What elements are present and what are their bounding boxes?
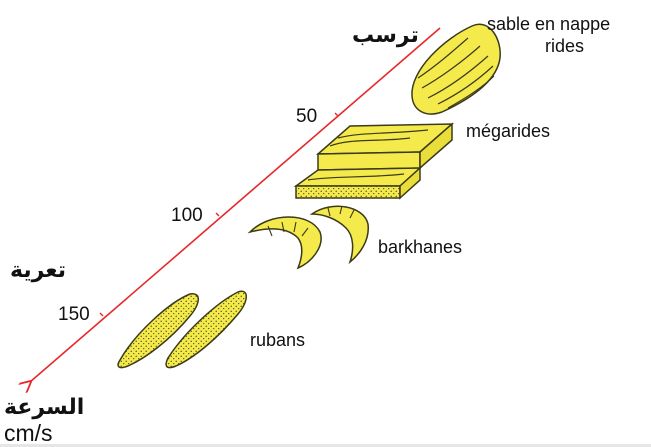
velocity-arrow [30,27,441,382]
megaripples-label: mégarides [466,121,550,141]
megaripples-shape [293,122,455,200]
tick-label-150: 150 [58,304,90,325]
tick-100-mark [215,212,220,217]
ribbons-shape [117,290,247,369]
deposition-label: ترسب [352,23,419,48]
bottom-border [0,444,651,447]
ribbons-label: rubans [250,330,305,350]
barchan-left-shape [247,216,322,270]
ripples-label: rides [545,36,584,56]
sheet-sand-label: sable en nappe [487,14,610,34]
tick-50-mark [334,112,339,117]
tick-150-mark [99,312,104,317]
erosion-label: تعرية [10,258,66,283]
velocity-label: السرعة [4,395,84,420]
tick-label-50: 50 [296,106,317,127]
tick-label-100: 100 [171,205,203,226]
ripples-shape [411,23,501,115]
velocity-unit: cm/s [4,420,53,446]
barchans-label: barkhanes [378,237,462,257]
barchan-right-shape [309,205,369,265]
